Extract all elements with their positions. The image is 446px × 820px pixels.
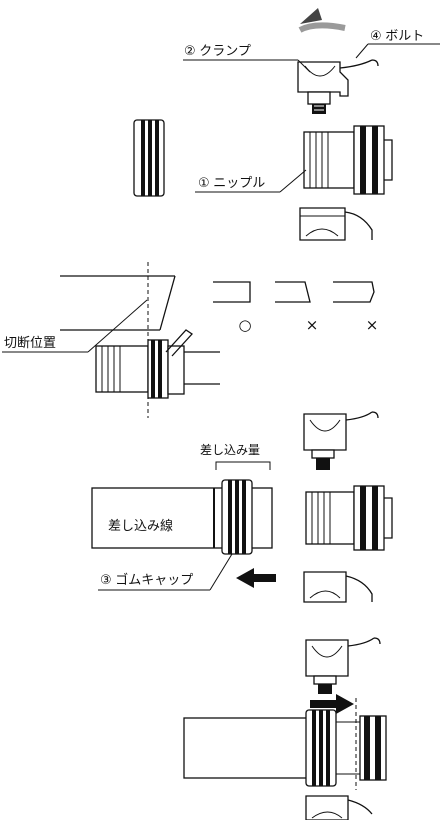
hose-assembled bbox=[183, 698, 387, 790]
clamp-bottom-step3 bbox=[303, 571, 373, 603]
insertion-amount-bracket bbox=[215, 461, 271, 470]
clamp-part-bottom bbox=[299, 207, 373, 241]
nipple-step3 bbox=[305, 485, 393, 551]
nipple-part bbox=[303, 125, 393, 195]
insertion-line-label: 差し込み線 bbox=[108, 518, 173, 533]
insertion-amount-label: 差し込み量 bbox=[200, 443, 260, 457]
cut-example-ok bbox=[213, 281, 251, 303]
bolt-label: ④ ボルト bbox=[370, 28, 424, 43]
clamp-part-top bbox=[297, 59, 379, 105]
clamp-top-step4 bbox=[305, 637, 381, 694]
nipple-label: ① ニップル bbox=[198, 175, 265, 190]
cut-ng-mark-1: × bbox=[306, 316, 319, 334]
cut-example-ng1 bbox=[275, 281, 311, 303]
clamp-bottom-step4 bbox=[305, 795, 373, 820]
clamp-top-step3 bbox=[303, 411, 379, 470]
rubber-cap-label: ③ ゴムキャップ bbox=[100, 572, 193, 587]
clamp-label: ② クランプ bbox=[184, 43, 251, 58]
hose-with-cap bbox=[91, 479, 273, 555]
nipple-cut-view bbox=[95, 329, 220, 399]
rubber-cap-part bbox=[133, 119, 165, 197]
push-right-arrow-icon bbox=[310, 694, 354, 714]
push-left-arrow-icon bbox=[236, 568, 276, 588]
cut-example-ng2 bbox=[333, 281, 375, 303]
cut-ng-mark-2: × bbox=[366, 316, 379, 334]
cut-ok-mark: ○ bbox=[238, 316, 251, 334]
bolt-part bbox=[312, 104, 326, 114]
rotation-arrow-icon bbox=[298, 8, 346, 33]
cut-position-label: 切断位置 bbox=[4, 335, 56, 350]
